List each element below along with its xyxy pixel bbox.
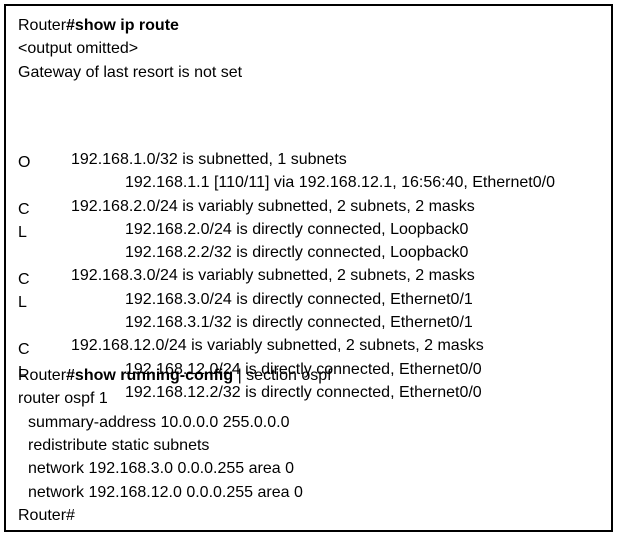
route-code: C	[18, 201, 30, 218]
route-text: 192.168.12.2/32 is directly connected, E…	[125, 384, 482, 401]
route-text: 192.168.1.1 [110/11] via 192.168.12.1, 1…	[125, 174, 555, 191]
final-prompt: Router#	[18, 507, 75, 524]
route-line: L 192.168.12.2/32 is directly connected,…	[18, 343, 482, 423]
route-line: 192.168.1.0/32 is subnetted, 1 subnets	[18, 110, 347, 190]
route-line: C 192.168.12.0/24 is directly connected,…	[18, 320, 482, 400]
terminal-output-panel: Router#show ip route <output omitted> Ga…	[4, 4, 613, 532]
route-text: 192.168.2.0/24 is variably subnetted, 2 …	[71, 198, 475, 215]
command-filter: | section ospf	[233, 367, 332, 384]
route-code: L	[18, 364, 27, 381]
command-line-show-running-config: Router#show running-config | section osp…	[18, 366, 332, 386]
route-text: 192.168.3.0/24 is directly connected, Et…	[125, 291, 473, 308]
route-line: L 192.168.3.1/32 is directly connected, …	[18, 273, 473, 353]
route-text: 192.168.12.0/24 is directly connected, E…	[125, 361, 482, 378]
route-line: 192.168.2.0/24 is variably subnetted, 2 …	[18, 157, 475, 237]
config-line: router ospf 1	[18, 390, 108, 407]
route-line: O 192.168.1.1 [110/11] via 192.168.12.1,…	[18, 133, 555, 213]
route-code: O	[18, 154, 31, 171]
route-code: C	[18, 341, 30, 358]
route-line: C 192.168.3.0/24 is directly connected, …	[18, 250, 473, 330]
route-line: 192.168.12.0/24 is variably subnetted, 2…	[18, 296, 484, 376]
command-line-show-ip-route: Router#show ip route	[18, 16, 179, 36]
route-line: 192.168.3.0/24 is variably subnetted, 2 …	[18, 226, 475, 306]
route-text: 192.168.1.0/32 is subnetted, 1 subnets	[71, 151, 347, 168]
route-code: L	[18, 224, 27, 241]
route-text: 192.168.2.2/32 is directly connected, Lo…	[125, 244, 469, 261]
route-code: L	[18, 294, 27, 311]
route-line: L 192.168.2.2/32 is directly connected, …	[18, 203, 468, 283]
route-text: 192.168.3.1/32 is directly connected, Et…	[125, 314, 473, 331]
command-text: #show ip route	[66, 17, 179, 34]
command-text: #show running-config	[66, 367, 234, 384]
prompt: Router	[18, 367, 67, 384]
route-text: 192.168.12.0/24 is variably subnetted, 2…	[71, 337, 484, 354]
route-line: C 192.168.2.0/24 is directly connected, …	[18, 180, 468, 260]
gateway-status-line: Gateway of last resort is not set	[18, 64, 243, 81]
route-text: 192.168.3.0/24 is variably subnetted, 2 …	[71, 267, 475, 284]
output-omitted-note: <output omitted>	[18, 40, 139, 57]
route-text: 192.168.2.0/24 is directly connected, Lo…	[125, 221, 469, 238]
prompt: Router	[18, 17, 67, 34]
route-code: C	[18, 271, 30, 288]
